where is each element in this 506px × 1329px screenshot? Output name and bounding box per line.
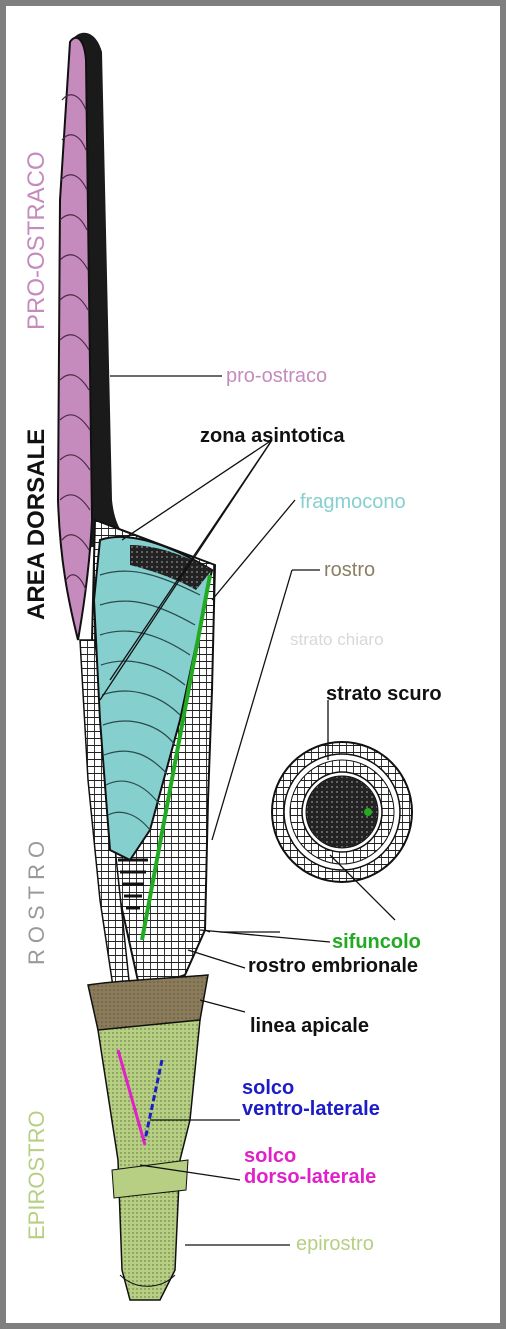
label-pro-ostraco: pro-ostraco (226, 365, 327, 387)
label-epirostro: epirostro (296, 1233, 374, 1255)
side-label-rostro: ROSTRO (24, 835, 49, 965)
label-rostro-embrionale: rostro embrionale (248, 955, 418, 977)
label-fragmocono: fragmocono (300, 491, 406, 513)
belemnite-diagram: PRO-OSTRACO AREA DORSALE ROSTRO EPIROSTR… (6, 6, 500, 1323)
label-solco-ventro-2: ventro-laterale (242, 1098, 380, 1120)
side-label-pro-ostraco: PRO-OSTRACO (23, 151, 50, 330)
side-label-area-dorsale: AREA DORSALE (23, 429, 50, 620)
label-strato-scuro: strato scuro (326, 683, 442, 705)
label-solco-ventro-1: solco (242, 1077, 294, 1099)
label-sifuncolo: sifuncolo (332, 931, 421, 953)
cross-section (272, 742, 412, 882)
label-zona-asintotica: zona asintotica (200, 425, 345, 447)
label-solco-dorso-2: dorso-laterale (244, 1166, 376, 1188)
side-label-epirostro: EPIROSTRO (24, 1110, 49, 1240)
label-rostro: rostro (324, 559, 375, 581)
label-linea-apicale: linea apicale (250, 1015, 369, 1037)
epirostro-shape (98, 1020, 200, 1300)
diagram-frame: PRO-OSTRACO AREA DORSALE ROSTRO EPIROSTR… (6, 6, 500, 1323)
label-solco-dorso-1: solco (244, 1145, 296, 1167)
label-strato-chiaro: strato chiaro (290, 630, 384, 649)
